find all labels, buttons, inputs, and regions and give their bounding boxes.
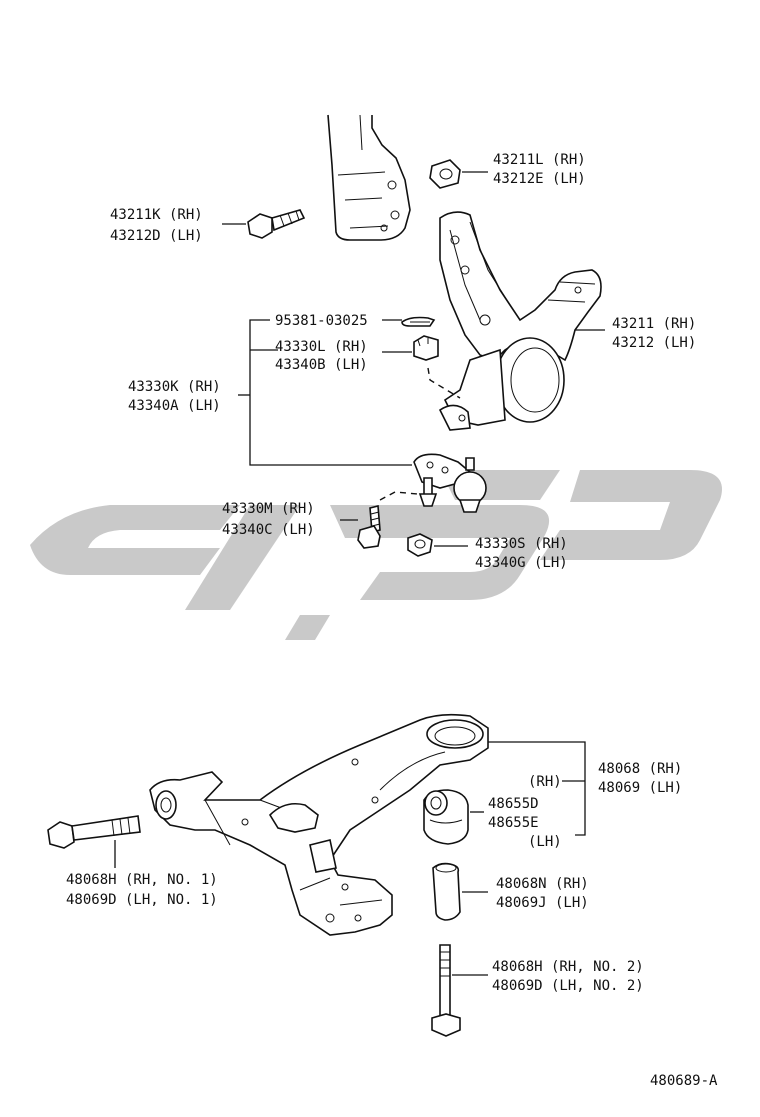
bolt-43330m xyxy=(357,504,381,549)
label-43340b: 43340B (LH) xyxy=(275,357,368,373)
bolt-48068h-no1 xyxy=(47,815,141,849)
label-43340a: 43340A (LH) xyxy=(128,398,221,414)
label-43330s: 43330S (RH) xyxy=(475,536,568,552)
label-48068n: 48068N (RH) xyxy=(496,876,589,892)
label-bush-rh: (RH) xyxy=(528,774,562,790)
part-labels: 43211L (RH) 43212E (LH) 43211K (RH) 4321… xyxy=(66,152,718,1089)
watermark xyxy=(30,470,722,640)
label-48069: 48069 (LH) xyxy=(598,780,682,796)
label-43340g: 43340G (LH) xyxy=(475,555,568,571)
castle-nut-43330l xyxy=(413,335,439,361)
label-43330k: 43330K (RH) xyxy=(128,379,221,395)
label-43211: 43211 (RH) xyxy=(612,316,696,332)
label-43212d: 43212D (LH) xyxy=(110,228,203,244)
label-43340c: 43340C (LH) xyxy=(222,522,315,538)
label-48655d: 48655D xyxy=(488,796,539,812)
strut-bracket xyxy=(327,114,411,241)
cotter-pin-95381 xyxy=(401,316,436,327)
label-48069d-no2: 48069D (LH, NO. 2) xyxy=(492,978,644,994)
figure-code: 480689-A xyxy=(650,1073,718,1089)
label-48068h-no1: 48068H (RH, NO. 1) xyxy=(66,872,218,888)
label-95381: 95381-03025 xyxy=(275,313,368,329)
label-48655e: 48655E xyxy=(488,815,539,831)
steering-knuckle xyxy=(438,211,602,431)
nut-43330s xyxy=(407,533,433,557)
ball-joint xyxy=(413,453,487,513)
lower-control-arm xyxy=(149,713,489,936)
label-43212: 43212 (LH) xyxy=(612,335,696,351)
label-43211k: 43211K (RH) xyxy=(110,207,203,223)
label-bush-lh: (LH) xyxy=(528,834,562,850)
label-43330m: 43330M (RH) xyxy=(222,501,315,517)
label-43330l: 43330L (RH) xyxy=(275,339,368,355)
bolt-48068h-no2 xyxy=(431,944,461,1037)
flange-nut-43211l xyxy=(429,159,461,189)
label-48068: 48068 (RH) xyxy=(598,761,682,777)
label-48069j: 48069J (LH) xyxy=(496,895,589,911)
label-48069d-no1: 48069D (LH, NO. 1) xyxy=(66,892,218,908)
bushing-48655d xyxy=(423,789,469,845)
bolt-43211k xyxy=(247,209,306,239)
label-43211l: 43211L (RH) xyxy=(493,152,586,168)
collar-48068n xyxy=(432,862,461,921)
label-48068h-no2: 48068H (RH, NO. 2) xyxy=(492,959,644,975)
label-43212e: 43212E (LH) xyxy=(493,171,586,187)
